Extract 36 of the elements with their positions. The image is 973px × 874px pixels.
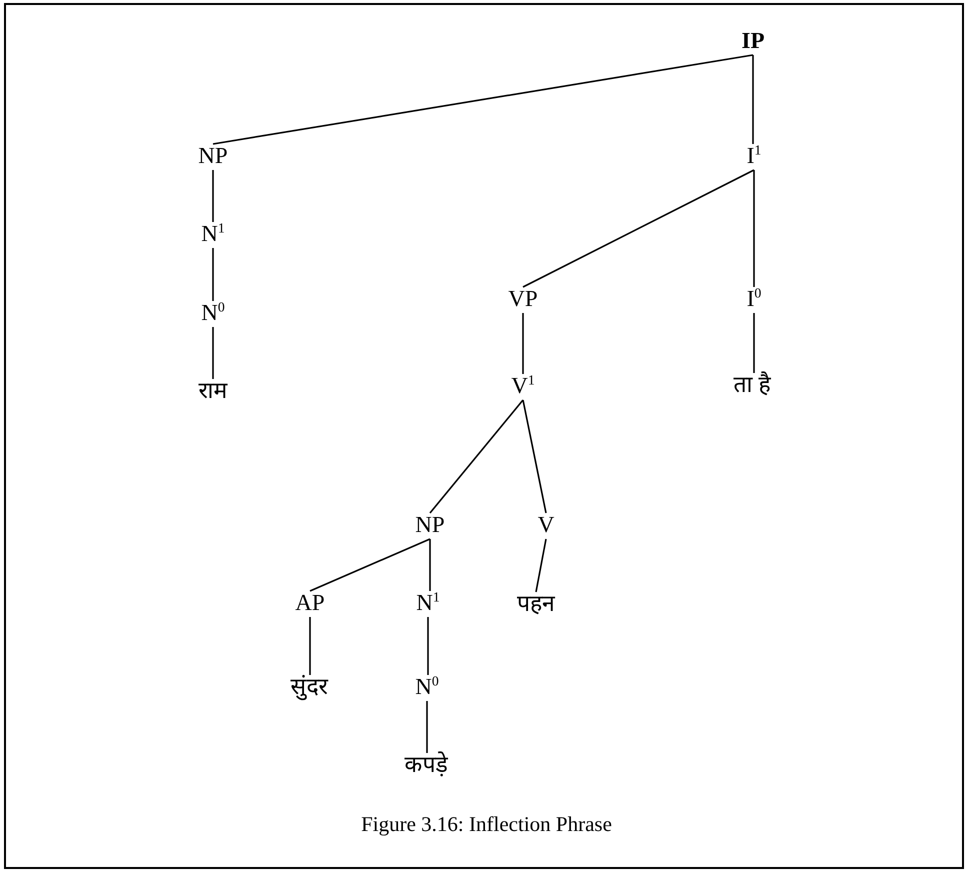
tree-label: VP [507,286,539,312]
tree-branch [309,617,311,675]
tree-branch [522,400,547,514]
tree-branch [212,170,214,222]
tree-branch [753,170,755,287]
tree-label: N$^{0}$ [200,300,226,326]
tree-label: N$^{1}$ [415,590,441,616]
tree-label: I$^{1}$ [746,143,762,169]
tree-branch [212,54,754,145]
tree-branch [522,169,754,288]
tree-label: V [536,512,556,538]
tree-label: IP [740,28,766,54]
tree-branch [426,701,428,753]
tree-branch [429,539,431,591]
tree-label: V$^{1}$ [510,373,536,399]
tree-label: N$^{0}$ [414,674,440,700]
tree-branch [535,538,547,592]
tree-branch [310,538,430,592]
tree-label: AP [294,590,326,616]
tree-label: NP [197,143,229,169]
tree-branch [427,617,429,675]
tree-branch [522,313,524,374]
tree-branch [752,55,754,144]
tree-label: I$^{0}$ [746,286,762,312]
tree-branch [212,327,214,379]
figure-caption: Figure 3.16: Inflection Phrase [361,812,612,836]
tree-label: ता है [732,372,772,398]
tree-label: कपड़े [404,752,448,778]
tree-label: N$^{1}$ [200,221,226,247]
tree-branch [212,248,214,301]
tree-label: सुंदर [290,674,328,700]
tree-label: NP [414,512,446,538]
tree-branch [429,400,524,514]
tree-branch [753,313,755,373]
tree-label: पहन [516,591,556,617]
tree-label: राम [198,378,228,404]
